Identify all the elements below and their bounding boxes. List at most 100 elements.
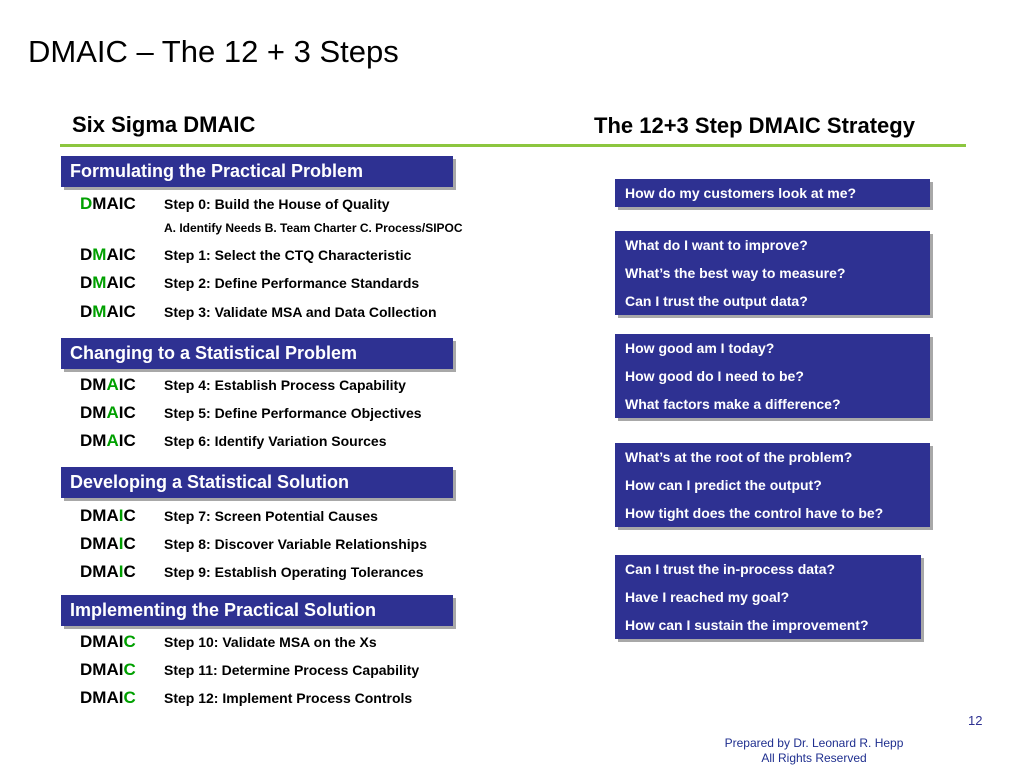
question: Can I trust the output data?: [625, 293, 808, 309]
dmaic-letter: A: [106, 660, 119, 679]
question: What’s the best way to measure?: [625, 265, 846, 281]
step-label: Step 6: Identify Variation Sources: [164, 433, 387, 449]
dmaic-label: DMAIC: [80, 534, 136, 554]
dmaic-label: DMAIC: [80, 194, 136, 214]
dmaic-label: DMAIC: [80, 273, 136, 293]
dmaic-letter: I: [118, 194, 124, 213]
dmaic-label: DMAIC: [80, 562, 136, 582]
dmaic-letter: D: [80, 375, 93, 394]
question: What factors make a difference?: [625, 396, 841, 412]
page-title: DMAIC – The 12 + 3 Steps: [28, 34, 399, 69]
step-label: Step 10: Validate MSA on the Xs: [164, 634, 377, 650]
phase-header: Formulating the Practical Problem: [61, 156, 453, 187]
dmaic-letter: A: [106, 431, 119, 450]
dmaic-letter: C: [123, 632, 136, 651]
phase-header: Changing to a Statistical Problem: [61, 338, 453, 369]
question: How tight does the control have to be?: [625, 505, 884, 521]
dmaic-letter: M: [92, 562, 107, 581]
dmaic-letter: I: [118, 245, 124, 264]
question: How can I sustain the improvement?: [625, 617, 869, 633]
dmaic-letter: I: [118, 431, 124, 450]
question-box: What’s at the root of the problem? How c…: [615, 443, 930, 527]
dmaic-label: DMAIC: [80, 403, 136, 423]
question-box: How good am I today? How good do I need …: [615, 334, 930, 418]
dmaic-label: DMAIC: [80, 375, 136, 395]
dmaic-letter: D: [80, 688, 93, 707]
question: Can I trust the in-process data?: [625, 561, 836, 577]
dmaic-letter: C: [123, 431, 136, 450]
dmaic-letter: M: [92, 688, 107, 707]
dmaic-letter: I: [118, 660, 124, 679]
dmaic-letter: C: [123, 375, 136, 394]
step-label: Step 4: Establish Process Capability: [164, 377, 406, 393]
step-label: Step 1: Select the CTQ Characteristic: [164, 247, 412, 263]
dmaic-letter: C: [123, 403, 136, 422]
dmaic-letter: M: [92, 660, 107, 679]
question: How can I predict the output?: [625, 477, 822, 493]
phase-header: Developing a Statistical Solution: [61, 467, 453, 498]
question: How do my customers look at me?: [625, 185, 857, 201]
dmaic-letter: C: [123, 302, 136, 321]
dmaic-letter: M: [92, 632, 107, 651]
page-number: 12: [968, 713, 983, 728]
dmaic-letter: A: [106, 375, 119, 394]
dmaic-letter: C: [123, 688, 136, 707]
dmaic-letter: D: [80, 431, 93, 450]
dmaic-letter: D: [80, 632, 93, 651]
dmaic-label: DMAIC: [80, 660, 136, 680]
question: How good am I today?: [625, 340, 775, 356]
dmaic-letter: I: [118, 562, 124, 581]
dmaic-letter: I: [118, 403, 124, 422]
step-subitems: A. Identify Needs B. Team Charter C. Pro…: [164, 221, 463, 235]
question: How good do I need to be?: [625, 368, 804, 384]
step-label: Step 9: Establish Operating Tolerances: [164, 564, 424, 580]
dmaic-letter: C: [123, 273, 136, 292]
dmaic-letter: D: [80, 660, 93, 679]
step-label: Step 2: Define Performance Standards: [164, 275, 420, 291]
dmaic-letter: C: [123, 562, 136, 581]
dmaic-letter: M: [92, 273, 107, 292]
dmaic-label: DMAIC: [80, 506, 136, 526]
dmaic-letter: A: [106, 562, 119, 581]
dmaic-letter: A: [106, 688, 119, 707]
dmaic-letter: A: [106, 194, 119, 213]
dmaic-letter: M: [92, 403, 107, 422]
dmaic-letter: M: [92, 375, 107, 394]
question: What’s at the root of the problem?: [625, 449, 853, 465]
right-heading: The 12+3 Step DMAIC Strategy: [594, 113, 915, 138]
dmaic-letter: A: [106, 506, 119, 525]
dmaic-letter: I: [118, 534, 124, 553]
question: Have I reached my goal?: [625, 589, 790, 605]
step-label: Step 7: Screen Potential Causes: [164, 508, 378, 524]
dmaic-letter: I: [118, 632, 124, 651]
footer-rights: All Rights Reserved: [761, 751, 867, 765]
dmaic-letter: M: [92, 302, 107, 321]
dmaic-label: DMAIC: [80, 431, 136, 451]
step-label: Step 5: Define Performance Objectives: [164, 405, 422, 421]
dmaic-letter: A: [106, 403, 119, 422]
dmaic-letter: D: [80, 245, 93, 264]
heading-divider: [60, 144, 966, 147]
dmaic-letter: D: [80, 273, 93, 292]
step-label: Step 8: Discover Variable Relationships: [164, 536, 427, 552]
dmaic-label: DMAIC: [80, 302, 136, 322]
dmaic-letter: D: [80, 403, 93, 422]
left-heading: Six Sigma DMAIC: [72, 112, 256, 137]
question: What do I want to improve?: [625, 237, 808, 253]
dmaic-letter: I: [118, 273, 124, 292]
dmaic-letter: C: [123, 506, 136, 525]
dmaic-letter: M: [92, 506, 107, 525]
phase-header: Implementing the Practical Solution: [61, 595, 453, 626]
footer: Prepared by Dr. Leonard R. Hepp All Righ…: [700, 736, 928, 766]
dmaic-letter: C: [123, 660, 136, 679]
dmaic-letter: D: [80, 562, 93, 581]
dmaic-letter: D: [80, 194, 93, 213]
dmaic-letter: D: [80, 506, 93, 525]
dmaic-letter: A: [106, 534, 119, 553]
dmaic-letter: M: [92, 194, 107, 213]
dmaic-letter: A: [106, 273, 119, 292]
dmaic-letter: M: [92, 534, 107, 553]
footer-author: Prepared by Dr. Leonard R. Hepp: [724, 736, 904, 750]
dmaic-letter: A: [106, 302, 119, 321]
step-label: Step 12: Implement Process Controls: [164, 690, 413, 706]
